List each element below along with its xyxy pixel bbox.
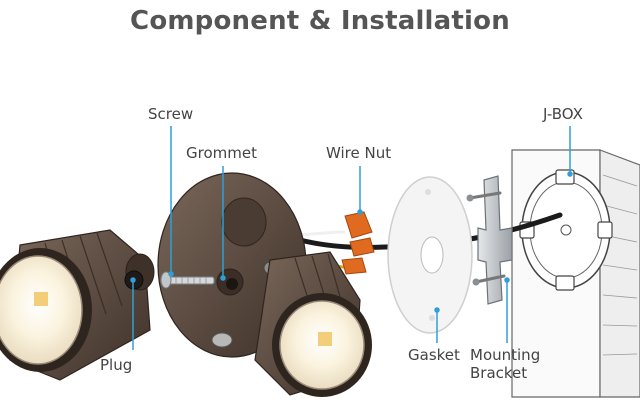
leader-lines xyxy=(130,126,573,350)
label-mounting-bracket-line1: Mounting xyxy=(470,346,541,364)
gasket xyxy=(387,176,473,334)
left-lamp-head xyxy=(0,229,155,381)
label-grommet: Grommet xyxy=(186,144,257,162)
mounting-bracket xyxy=(466,175,513,305)
right-lamp-head xyxy=(254,251,372,397)
label-screw: Screw xyxy=(148,105,194,123)
screw xyxy=(160,271,215,289)
label-gasket: Gasket xyxy=(408,346,460,364)
label-mounting-bracket-line2: Bracket xyxy=(470,364,528,382)
label-j-box: J-BOX xyxy=(543,105,583,123)
label-plug: Plug xyxy=(100,356,133,374)
label-wire-nut: Wire Nut xyxy=(326,144,392,162)
page-title: Component & Installation xyxy=(130,6,510,36)
